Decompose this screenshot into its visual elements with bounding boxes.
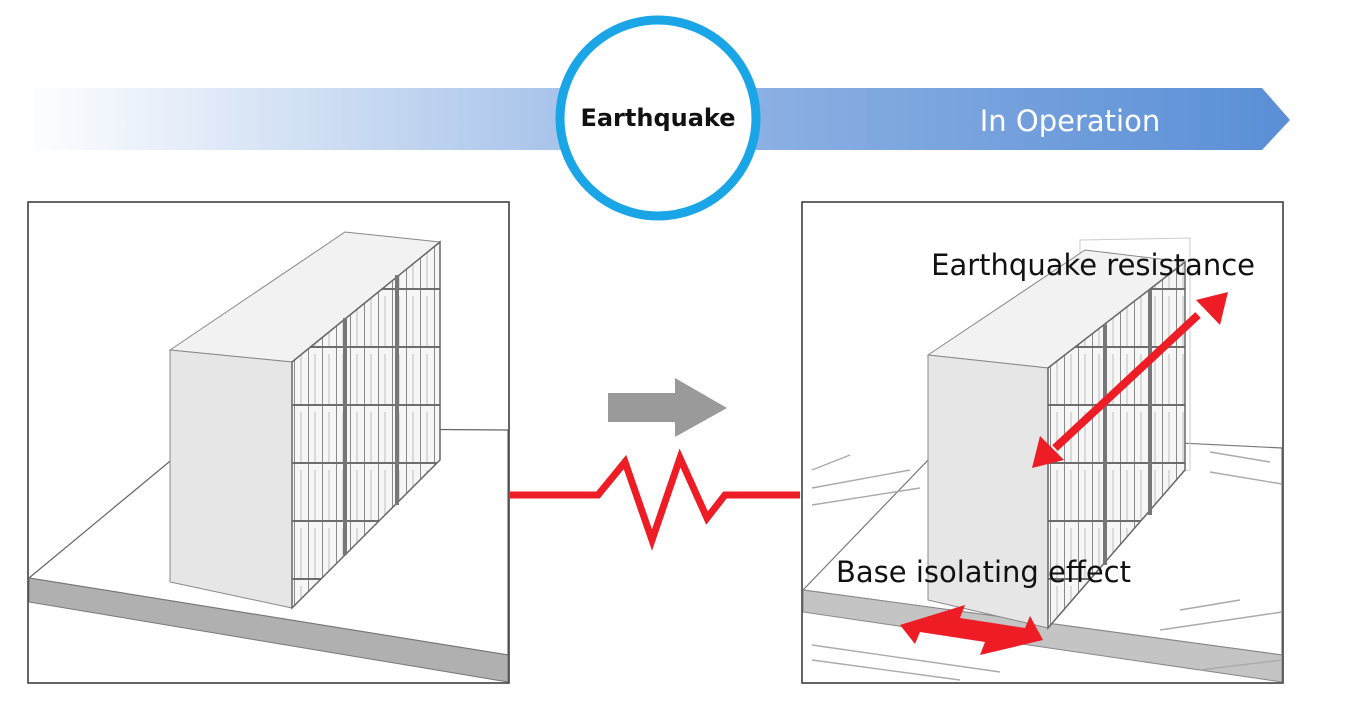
seismic-wave-icon <box>510 448 800 551</box>
earthquake-circle <box>555 15 761 221</box>
earthquake-label: Earthquake <box>580 104 735 132</box>
before-floor-edge <box>28 577 509 683</box>
right-arrow-icon <box>608 378 727 437</box>
before-cabinet-front <box>291 240 441 610</box>
before-panel <box>27 201 510 684</box>
isolation-label: Base isolating effect <box>836 555 1131 589</box>
resistance-label: Earthquake resistance <box>931 248 1255 282</box>
after-label: In Operation <box>980 104 1160 138</box>
transition-arrow <box>608 378 727 437</box>
double-arrow-icon <box>1196 292 1228 325</box>
after-floor-edge <box>802 589 1283 683</box>
after-panel: Earthquake resistance Base isolating eff… <box>801 201 1284 684</box>
before-cabinet-side <box>169 349 293 609</box>
double-arrow-icon <box>1032 436 1064 468</box>
earthquake-marker: Earthquake <box>555 15 761 221</box>
before-cabinet <box>168 231 442 610</box>
double-arrow-icon <box>900 605 1043 655</box>
isolation-arrow <box>900 605 1043 655</box>
motion-lines <box>811 451 1283 681</box>
resistance-arrow <box>1032 292 1228 468</box>
